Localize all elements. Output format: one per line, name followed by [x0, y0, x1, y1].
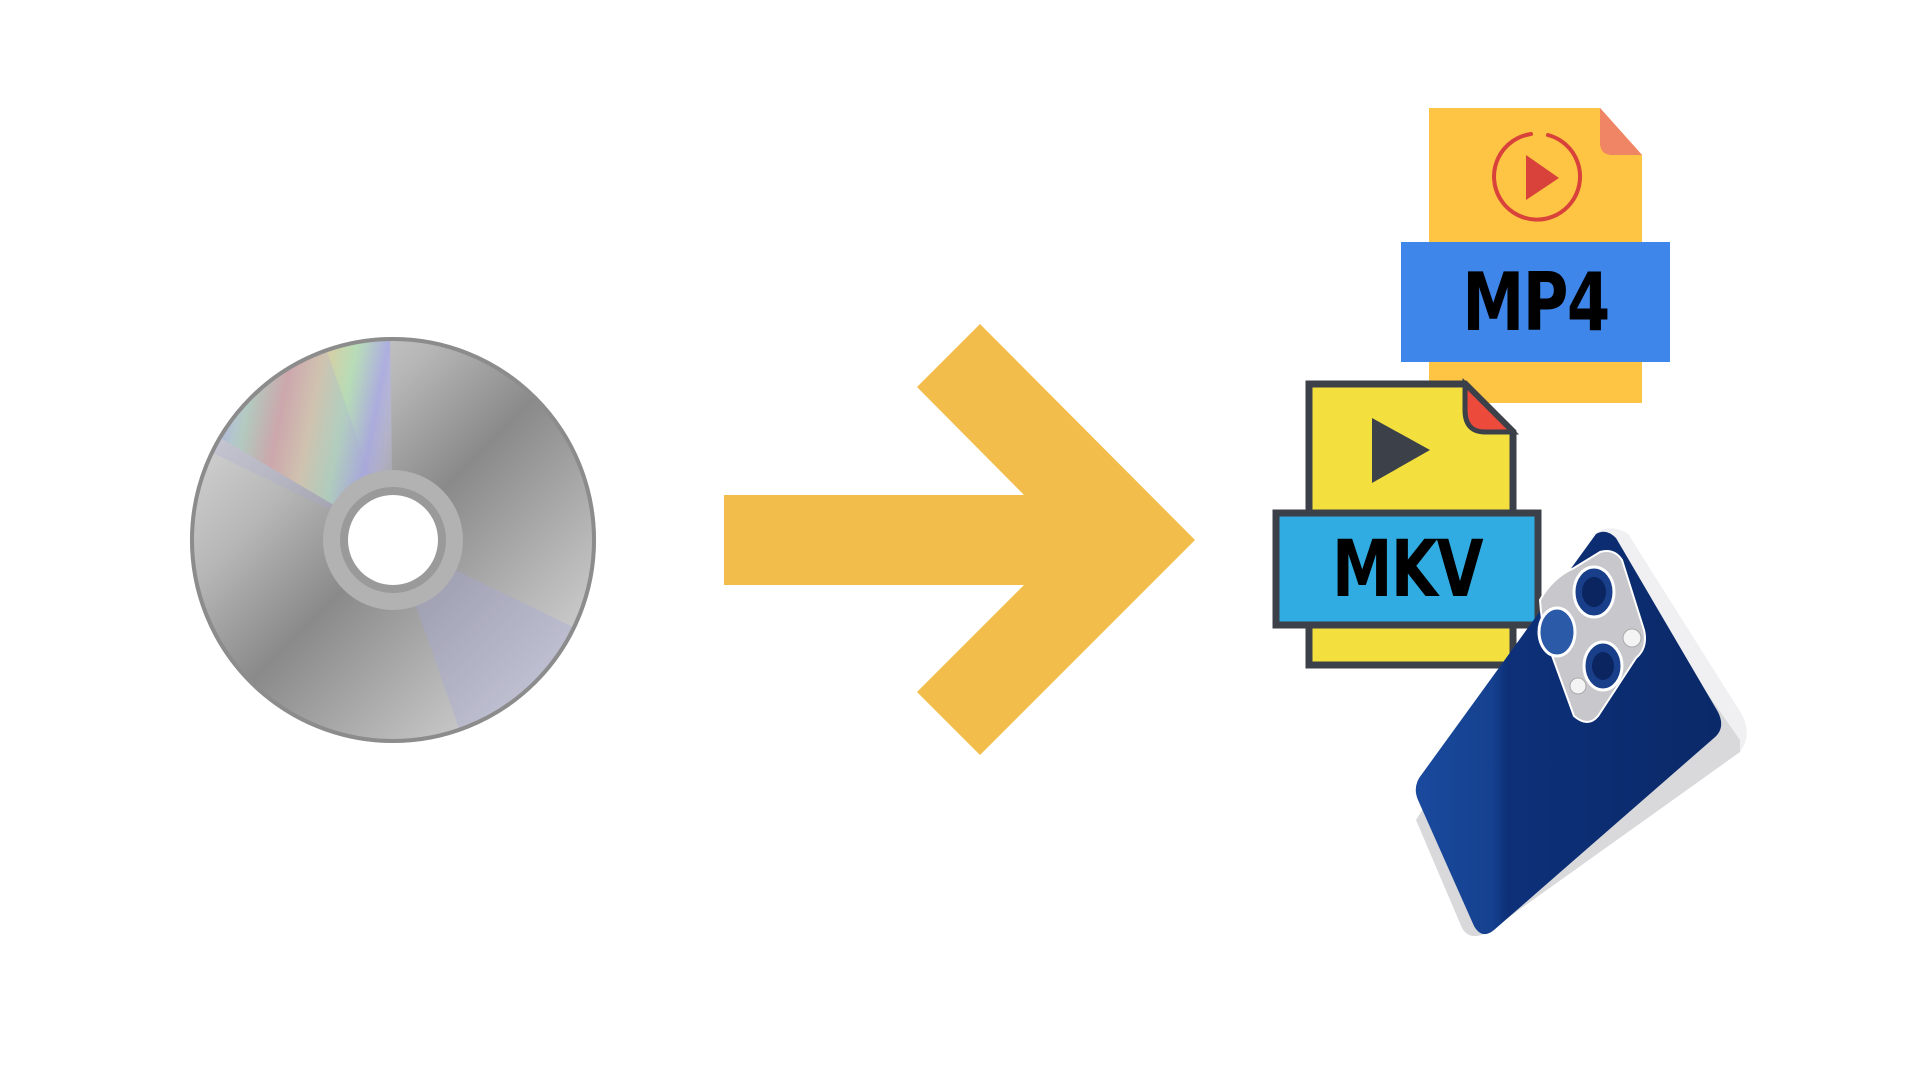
- mkv-label: MKV: [1331, 525, 1484, 615]
- camera-module-icon: [1537, 550, 1646, 723]
- mp4-label: MP4: [1462, 256, 1610, 349]
- play-icon: [1372, 418, 1430, 483]
- play-circle-icon: [1492, 132, 1582, 222]
